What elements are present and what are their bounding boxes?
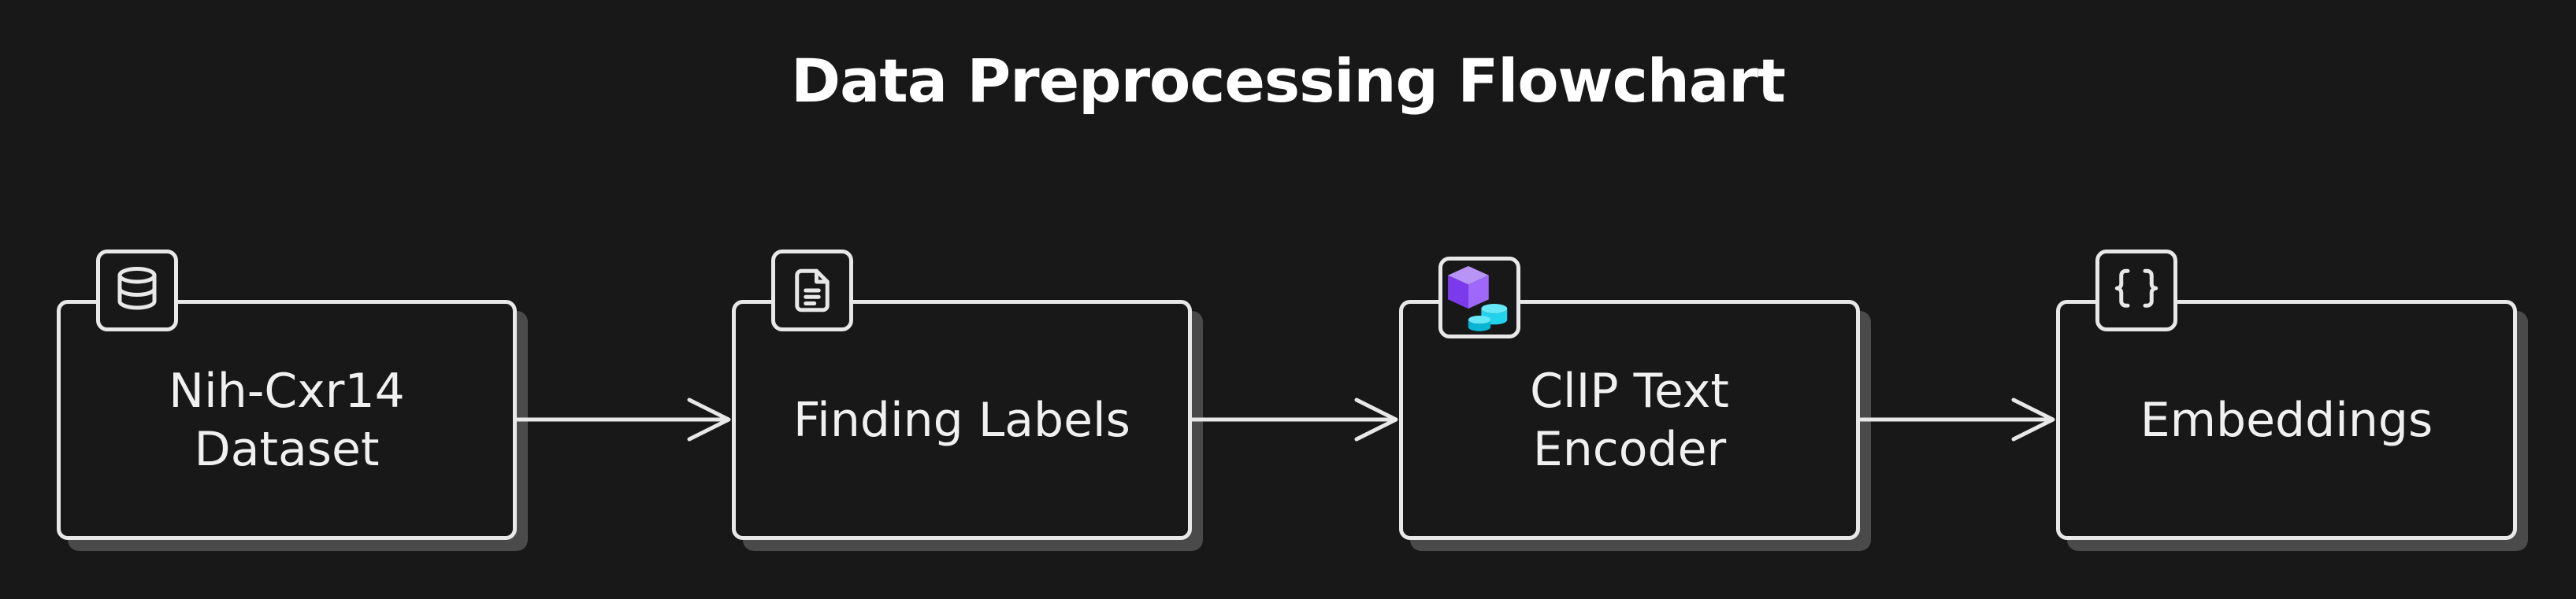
database-icon bbox=[96, 250, 178, 331]
node-label: Finding Labels bbox=[793, 392, 1130, 448]
node-label: ClIP Text Encoder bbox=[1530, 363, 1729, 477]
node-finding-labels[interactable]: Finding Labels bbox=[732, 300, 1192, 540]
cube-database-icon bbox=[1438, 257, 1520, 338]
node-clip-text-encoder[interactable]: ClIP Text Encoder bbox=[1399, 300, 1860, 540]
document-icon bbox=[771, 250, 853, 331]
arrow-labels-to-encoder bbox=[1190, 397, 1398, 442]
node-embeddings[interactable]: Embeddings bbox=[2056, 300, 2517, 540]
curly-braces-icon bbox=[2095, 250, 2177, 331]
arrow-dataset-to-labels bbox=[514, 397, 731, 442]
node-label: Nih-Cxr14 Dataset bbox=[169, 363, 405, 477]
node-nih-cxr14-dataset[interactable]: Nih-Cxr14 Dataset bbox=[57, 300, 517, 540]
arrow-encoder-to-embeddings bbox=[1858, 397, 2055, 442]
node-label: Embeddings bbox=[2140, 392, 2433, 448]
diagram-title: Data Preprocessing Flowchart bbox=[791, 46, 1786, 116]
